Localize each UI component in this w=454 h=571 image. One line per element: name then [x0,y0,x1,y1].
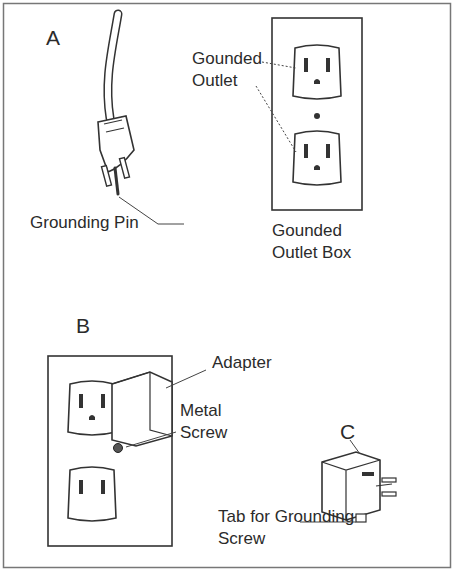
panel-letter: A [46,26,86,50]
panel-letter: B [76,314,116,338]
part-label: Gounded Outlet [192,48,266,92]
panel-letter: C [340,420,380,444]
part-label: Tab for Grounding Screw [218,506,356,550]
part-label: Metal Screw [180,400,244,444]
part-label: Gounded Outlet Box [272,220,368,264]
part-label: Adapter [212,352,332,374]
part-label: Grounding Pin [30,212,190,234]
